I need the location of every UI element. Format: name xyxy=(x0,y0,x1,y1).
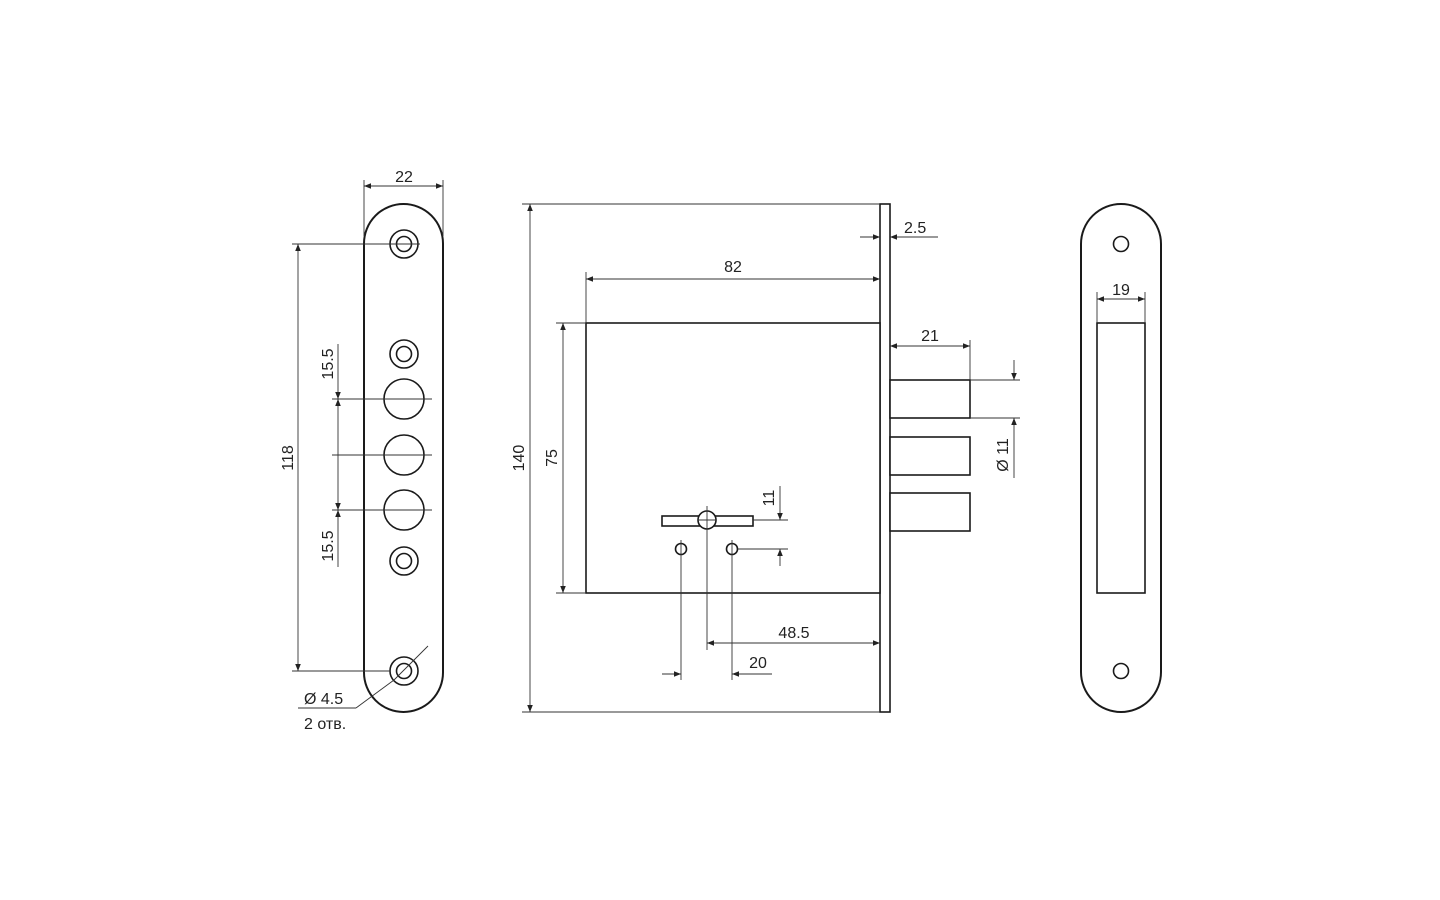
screw-hole-lower xyxy=(389,546,419,576)
faceplate-thickness-label: 2.5 xyxy=(904,220,926,237)
lock-case xyxy=(585,322,881,594)
screw-hole-upper xyxy=(389,339,419,369)
lock-body-view: 140 75 82 2.5 21 Ø 11 11 xyxy=(511,203,1020,713)
body-height-label: 75 xyxy=(544,449,561,467)
bolt-throw-label: 21 xyxy=(921,328,939,345)
hole-diameter-label: Ø 4.5 xyxy=(304,691,343,708)
keyhole-height-label: 11 xyxy=(761,490,778,507)
bottom-spacing-label: 15.5 xyxy=(320,530,337,561)
plate-height-label: 118 xyxy=(280,445,297,471)
bolt-3 xyxy=(889,492,971,532)
strike-opening xyxy=(1096,322,1146,594)
hole-spacing-label: 20 xyxy=(749,655,767,672)
hole-diameter-leader xyxy=(393,645,429,681)
front-plate-outline xyxy=(363,203,444,713)
bolt-2 xyxy=(889,436,971,476)
backset-label: 48.5 xyxy=(778,625,809,642)
top-spacing-label: 15.5 xyxy=(320,348,337,379)
opening-width-label: 19 xyxy=(1112,282,1130,299)
faceplate xyxy=(879,203,891,713)
bolt-1 xyxy=(889,379,971,419)
total-height-label: 140 xyxy=(511,445,528,472)
plate-width-label: 22 xyxy=(395,169,413,186)
body-depth-label: 82 xyxy=(724,259,742,276)
bolt-diameter-label: Ø 11 xyxy=(995,438,1012,472)
strike-hole-bottom xyxy=(1112,662,1130,680)
hole-count-label: 2 отв. xyxy=(304,716,346,733)
strike-plate-view: 19 xyxy=(1080,203,1162,713)
strike-hole-top xyxy=(1112,235,1130,253)
front-plate-view: 22 118 15.5 15.5 Ø 4.5 2 отв. xyxy=(280,169,444,733)
